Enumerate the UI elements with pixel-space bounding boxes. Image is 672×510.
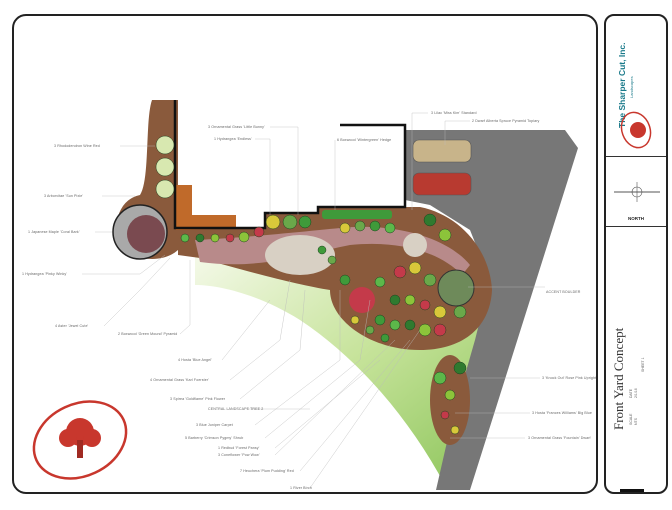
plant-label: 7 Heuchera 'Plum Pudding' Red xyxy=(240,469,294,473)
plant-symbol xyxy=(444,389,456,401)
plant-label: 1 River Birch xyxy=(290,486,312,490)
plant-symbol xyxy=(238,231,250,243)
plant-label: 3 Ornamental Grass 'Little Bunny' xyxy=(208,125,265,129)
plant-symbol xyxy=(423,273,437,287)
plant-label: 3 'Knock Out' Rose Pink Upright xyxy=(542,376,597,380)
scale-value: NTS xyxy=(634,418,638,425)
plant-symbol xyxy=(404,319,416,331)
accent-boulder xyxy=(437,269,475,307)
plant-symbol xyxy=(369,220,381,232)
plant-label: 4 Ornamental Grass 'Karl Foerster' xyxy=(150,378,209,382)
plant-symbol xyxy=(354,220,366,232)
plant-label: 1 Hydrangea 'Endless' xyxy=(214,137,252,141)
plant-symbol xyxy=(389,319,401,331)
site-plan xyxy=(32,100,578,490)
plant-label: 1 Japanese Maple 'Coral Bark' xyxy=(28,230,80,234)
plant-label: 1 Redbud 'Forest Pansy' xyxy=(218,446,260,450)
plant-symbol xyxy=(317,245,327,255)
plant-label: 3 Hosta 'Frances Williams' Big Blue xyxy=(532,411,592,415)
plant-symbol xyxy=(327,255,337,265)
plant-symbol xyxy=(450,425,460,435)
plant-symbol xyxy=(365,325,375,335)
plant-symbol xyxy=(374,276,386,288)
plant-symbol xyxy=(418,323,432,337)
title-block-logo xyxy=(620,111,652,149)
plant-symbol xyxy=(389,294,401,306)
plant-symbol xyxy=(453,305,467,319)
plant-symbol xyxy=(404,294,416,306)
plant-symbol xyxy=(433,323,447,337)
plant-symbol xyxy=(265,214,281,230)
north-label: NORTH xyxy=(628,216,644,221)
plant-label: 4 Aster 'Jewel Cute' xyxy=(55,324,89,328)
plant-symbol xyxy=(282,214,298,230)
plant-symbol xyxy=(393,265,407,279)
driveway xyxy=(405,130,578,490)
plant-label: Central Landscape Tree 2 xyxy=(208,407,264,411)
plant-symbols xyxy=(155,135,467,435)
plant-symbol xyxy=(339,274,351,286)
plant-symbol xyxy=(433,305,447,319)
plant-symbol xyxy=(339,222,351,234)
hedge xyxy=(322,210,392,219)
drawing-border xyxy=(12,14,598,494)
patio-left-inner xyxy=(127,215,165,253)
walkway-step xyxy=(176,215,236,230)
plant-symbol xyxy=(155,135,175,155)
plant-symbol xyxy=(210,233,220,243)
paver-path xyxy=(195,226,470,275)
plant-label: 5 Barberry 'Crimson Pygmy' Shrub xyxy=(185,436,244,440)
sheet-label: SHEET 1 xyxy=(641,357,645,372)
plant-symbol xyxy=(384,222,396,234)
plant-symbol xyxy=(225,233,235,243)
title-block-divider xyxy=(606,156,666,157)
plant-symbol xyxy=(419,299,431,311)
plant-symbol xyxy=(440,410,450,420)
date-value: 2/1/16 xyxy=(634,388,638,398)
plant-symbol xyxy=(438,228,452,242)
plant-symbol xyxy=(408,261,422,275)
plant-symbol xyxy=(374,314,386,326)
footer-stamp xyxy=(620,489,644,492)
title-block xyxy=(604,14,668,494)
plant-label: 4 Hosta 'Blue Angel' xyxy=(178,358,212,362)
plant-label: 3 Rhododendron Wine Red xyxy=(54,144,100,148)
company-logo xyxy=(32,400,128,480)
plant-symbol xyxy=(195,233,205,243)
plant-label: 2 Boxwood 'Green Mound' Pyramid xyxy=(118,332,178,336)
plant-symbol xyxy=(298,215,312,229)
title-block-divider xyxy=(606,226,666,227)
plant-label: 1 Hydrangea 'Pinky Winky' xyxy=(22,272,68,276)
page-title: Front Yard Concept xyxy=(611,327,626,430)
house-outline xyxy=(173,100,407,230)
plant-symbol xyxy=(253,226,265,238)
plant-symbol xyxy=(180,233,190,243)
plant-label: 3 Blue Juniper Carpet xyxy=(196,423,233,427)
plant-symbol xyxy=(155,179,175,199)
plant-label: 3 Coneflower 'Pow Wow' xyxy=(218,453,260,457)
company-subtitle: Landscapes xyxy=(629,76,634,98)
plant-label: 3 Ornamental Grass 'Fountain' Dwarf xyxy=(528,436,591,440)
plant-label: 2 Dwarf Alberta Spruce Pyramid Topiary xyxy=(472,119,540,123)
plant-label: 3 Lilac 'Miss Kim' Standard xyxy=(431,111,477,115)
patio-small xyxy=(403,233,427,257)
scale-label: SCALE xyxy=(629,413,633,425)
car-red xyxy=(412,172,472,196)
plant-symbol xyxy=(423,213,437,227)
leader-lines xyxy=(82,112,545,489)
focal-tree xyxy=(349,287,375,313)
plant-label: 3 Arborvitae 'Sun Pixie' xyxy=(44,194,84,198)
plant-symbol xyxy=(380,333,390,343)
plant-label: Accent Boulder xyxy=(546,290,581,294)
patio-circle xyxy=(265,235,335,275)
car-tan xyxy=(412,139,472,163)
north-arrow-icon xyxy=(614,182,660,202)
date-label: DATE xyxy=(629,388,633,398)
plant-symbol xyxy=(155,157,175,177)
plant-symbol xyxy=(350,315,360,325)
plant-symbol xyxy=(453,361,467,375)
plant-label: 6 Boxwood 'Wintergreen' Hedge xyxy=(337,138,392,142)
plant-symbol xyxy=(433,371,447,385)
plant-label: 3 Spirea 'Goldflame' Pink Flower xyxy=(170,397,226,401)
